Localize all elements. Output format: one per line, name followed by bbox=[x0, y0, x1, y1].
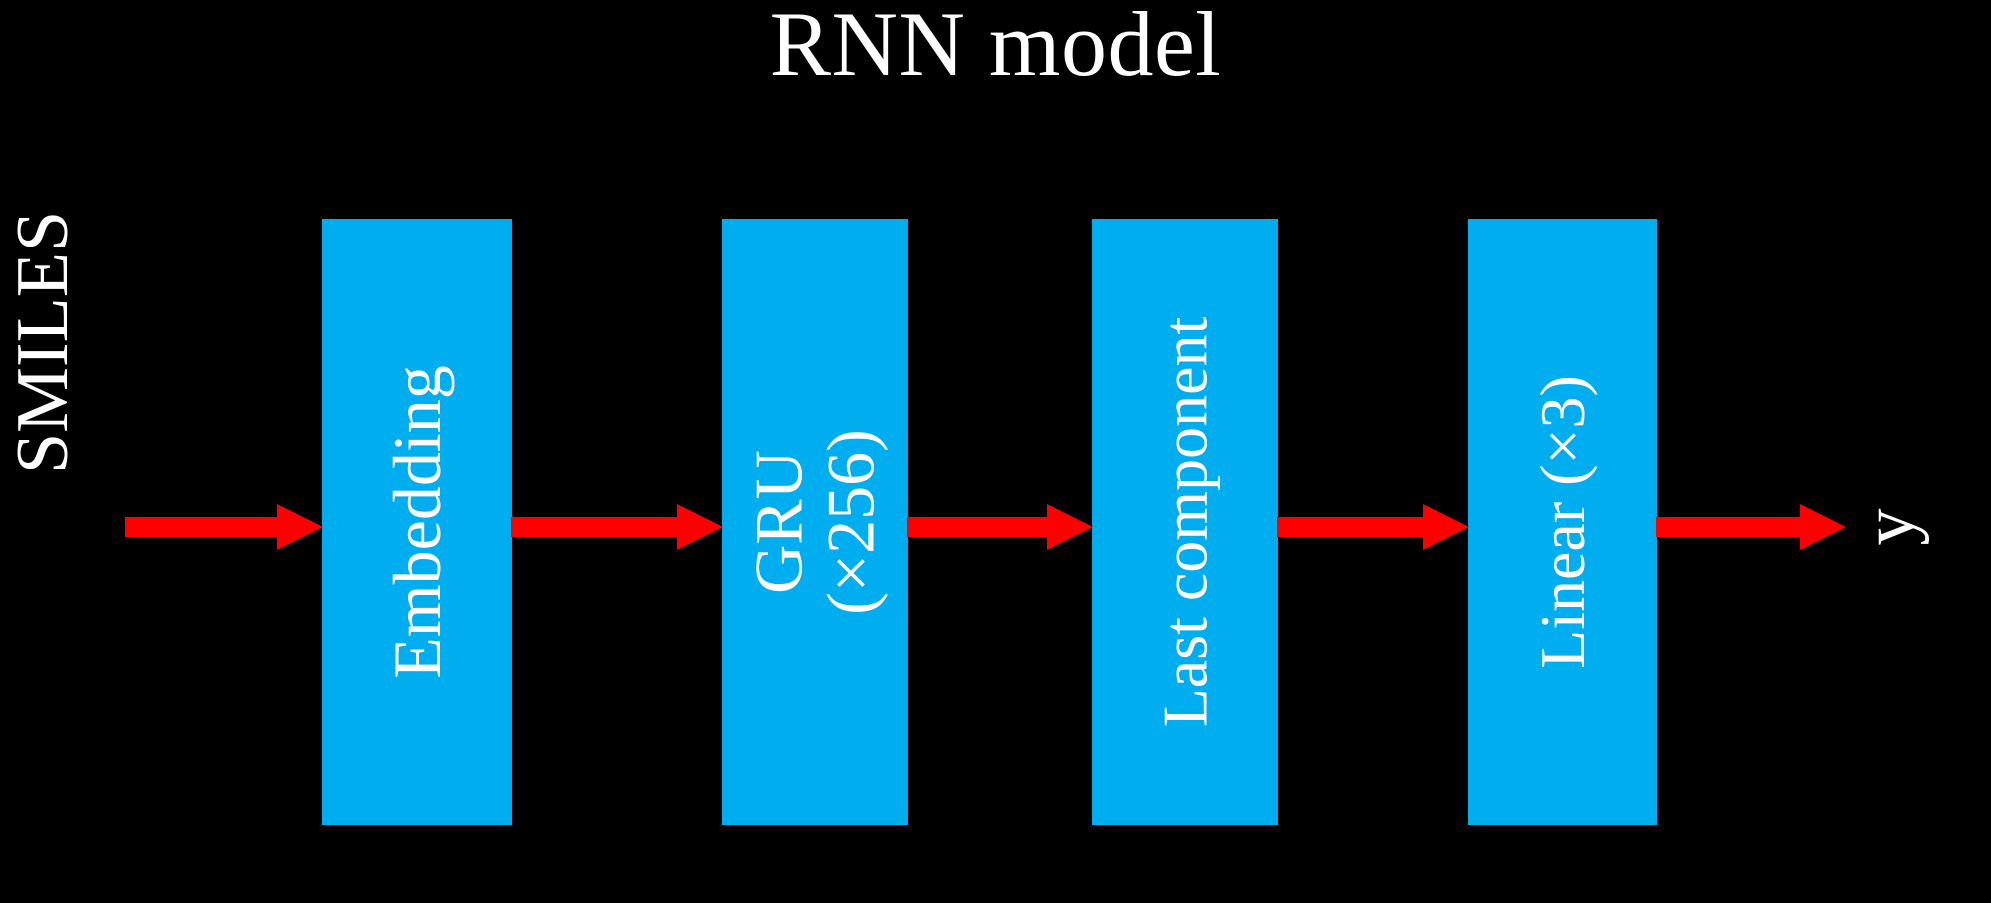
arrow-last-component-to-linear bbox=[1277, 504, 1469, 550]
arrow-shaft bbox=[125, 517, 285, 537]
arrow-head-icon bbox=[1423, 504, 1469, 550]
input-label-smiles-text: SMILES bbox=[2, 210, 84, 474]
arrow-shaft bbox=[511, 517, 685, 537]
block-gru-label-line1: GRU bbox=[740, 450, 817, 594]
arrow-head-icon bbox=[677, 504, 723, 550]
block-linear[interactable]: Linear (×3) bbox=[1468, 219, 1657, 825]
arrow-smiles-to-embedding bbox=[125, 504, 323, 550]
output-label-y-text: y bbox=[1848, 508, 1930, 546]
block-gru-label: GRU (×256) bbox=[740, 429, 889, 615]
arrow-shaft bbox=[1656, 517, 1808, 537]
block-last-component-label: Last component bbox=[1149, 316, 1220, 728]
input-label-smiles: SMILES bbox=[0, 210, 86, 474]
arrow-head-icon bbox=[1047, 504, 1093, 550]
block-embedding[interactable]: Embedding bbox=[322, 219, 512, 825]
arrow-gru-to-last-component bbox=[907, 504, 1093, 550]
arrow-linear-to-output bbox=[1656, 504, 1846, 550]
block-gru-label-line2: (×256) bbox=[812, 429, 889, 615]
block-last-component[interactable]: Last component bbox=[1092, 219, 1278, 825]
arrow-shaft bbox=[907, 517, 1055, 537]
arrow-shaft bbox=[1277, 517, 1431, 537]
block-linear-label: Linear (×3) bbox=[1526, 375, 1598, 669]
arrow-embedding-to-gru bbox=[511, 504, 723, 550]
block-gru[interactable]: GRU (×256) bbox=[722, 219, 908, 825]
output-label-y: y bbox=[1846, 484, 1932, 570]
arrow-head-icon bbox=[1800, 504, 1846, 550]
block-embedding-label: Embedding bbox=[379, 365, 456, 679]
page-title: RNN model bbox=[769, 0, 1222, 95]
arrow-head-icon bbox=[277, 504, 323, 550]
